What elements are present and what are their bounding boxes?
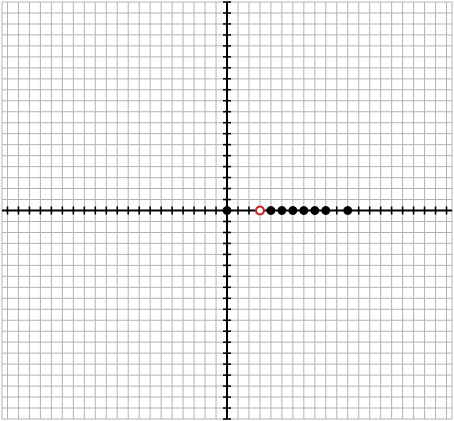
data-point [277, 206, 287, 215]
axis-ticks [6, 1, 448, 420]
data-point [266, 206, 276, 215]
open-point [254, 205, 265, 216]
data-point [222, 206, 232, 215]
data-point [343, 206, 353, 215]
data-point [288, 206, 298, 215]
data-point [299, 206, 309, 215]
data-point [321, 206, 331, 215]
data-points [222, 205, 353, 216]
data-point [310, 206, 320, 215]
